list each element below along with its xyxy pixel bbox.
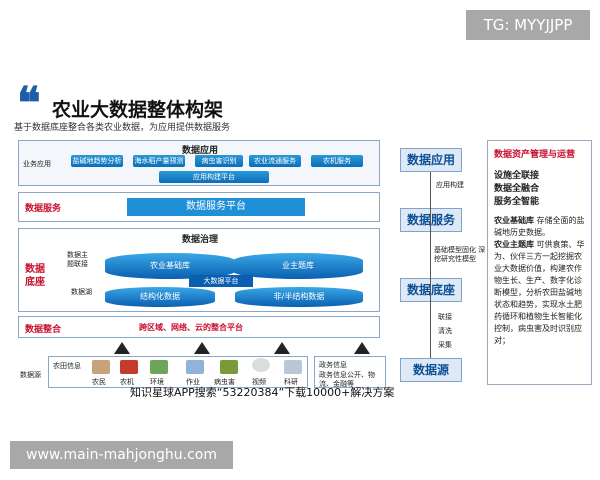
structured-data[interactable]: 结构化数据 — [105, 287, 215, 307]
stack-source[interactable]: 数据源 — [400, 358, 462, 382]
service-label: 数据服务 — [25, 204, 62, 214]
stack-line — [430, 172, 431, 358]
source-item-3: 环境 — [150, 378, 164, 386]
up-arrow-4 — [354, 342, 370, 354]
source-item-6: 视频 — [252, 378, 266, 386]
side-panel-title: 数据资产管理与运营 — [494, 150, 576, 160]
research-icon — [284, 360, 302, 374]
integration-text: 跨区域、网络、云的整合平台 — [139, 323, 243, 332]
note-model: 基础模型固化 深挖研究性模型 — [434, 246, 486, 263]
paragraph-1: 农业基础库 存储全面的盐碱地历史数据。 — [494, 215, 585, 239]
farmer-icon — [92, 360, 110, 374]
watermark-top: TG: MYYJJPP — [466, 10, 590, 40]
governance-title: 数据治理 — [181, 235, 218, 245]
stack-service[interactable]: 数据服务 — [400, 208, 462, 232]
base-layer: 数据治理 数据底座 数据主题联接 数据湖 农业基础库 业主题库 大数据平台 结构… — [18, 228, 380, 312]
app-layer: 数据应用 业务应用 盐碱地趋势分析 海水稻产量预测 病虫害识别 农业流通服务 农… — [18, 140, 380, 186]
camera-icon — [252, 358, 270, 372]
environment-icon — [150, 360, 168, 374]
app-pill-2[interactable]: 海水稻产量预测 — [133, 155, 185, 167]
app-row-label: 业务应用 — [23, 160, 51, 168]
note-app-build: 应用构建 — [436, 181, 464, 189]
goal-3: 服务全智能 — [494, 197, 540, 207]
stack-app[interactable]: 数据应用 — [400, 148, 462, 172]
p2-body: 可供袁策、华为、伙伴三方一起挖掘农业大数据价值，构建农作物生长、生产、数字化诊断… — [494, 240, 585, 345]
stack-base[interactable]: 数据底座 — [400, 278, 462, 302]
side-panel: 数据资产管理与运营 设施全联接 数据全融合 服务全智能 农业基础库 存储全面的盐… — [487, 140, 592, 385]
pest-icon — [220, 360, 238, 374]
app-platform[interactable]: 应用构建平台 — [159, 171, 269, 183]
gov-label: 政务信息 — [319, 361, 347, 369]
agri-base-db[interactable]: 农业基础库 — [105, 253, 235, 279]
paragraph-2: 农业主题库 可供袁策、华为、伙伴三方一起挖掘农业大数据价值，构建农作物生长、生产… — [494, 239, 585, 347]
watermark-bottom: www.main-mahjonghu.com — [10, 441, 233, 469]
tractor-icon — [120, 360, 138, 374]
integration-layer: 数据整合 跨区域、网络、云的整合平台 — [18, 316, 380, 338]
up-arrow-3 — [274, 342, 290, 354]
note-connect: 联接 — [438, 313, 452, 321]
sources-label: 数据源 — [20, 371, 41, 379]
app-pill-4[interactable]: 农业流通服务 — [249, 155, 301, 167]
unstructured-data[interactable]: 非/半结构数据 — [235, 287, 363, 307]
service-layer: 数据服务 数据服务平台 — [18, 192, 380, 222]
source-item-7: 科研 — [284, 378, 298, 386]
integration-label: 数据整合 — [25, 325, 62, 335]
page-title: 农业大数据整体构架 — [52, 99, 224, 121]
quote-icon: ❝ — [17, 78, 41, 129]
page-subtitle: 基于数据底座整合各类农业数据，为应用提供数据服务 — [14, 123, 231, 133]
p2-head: 农业主题库 — [494, 240, 534, 249]
diagram-frame: 数据应用 业务应用 盐碱地趋势分析 海水稻产量预测 病虫害识别 农业流通服务 农… — [14, 140, 390, 378]
gov-items: 政务信息公开、物流、金融等 — [319, 371, 375, 388]
operation-icon — [186, 360, 204, 374]
theme-label: 数据主题联接 — [67, 251, 88, 268]
source-item-1: 农民 — [92, 378, 106, 386]
base-label: 数据底座 — [25, 264, 45, 288]
source-item-2: 农机 — [120, 378, 134, 386]
app-pill-5[interactable]: 农机服务 — [311, 155, 363, 167]
bigdata-platform[interactable]: 大数据平台 — [189, 275, 253, 287]
goal-1: 设施全联接 — [494, 171, 540, 181]
p1-head: 农业基础库 — [494, 216, 534, 225]
app-pill-1[interactable]: 盐碱地趋势分析 — [71, 155, 123, 167]
up-arrow-1 — [114, 342, 130, 354]
app-layer-title: 数据应用 — [181, 146, 218, 156]
note-clean: 清洗 — [438, 327, 452, 335]
source-item-5: 病虫害 — [214, 378, 235, 386]
p1-body: 存储全面的盐碱地历史数据。 — [494, 216, 585, 237]
agri-theme-db[interactable]: 业主题库 — [233, 253, 363, 279]
lake-label: 数据湖 — [71, 288, 92, 296]
up-arrow-2 — [194, 342, 210, 354]
app-pill-3[interactable]: 病虫害识别 — [195, 155, 243, 167]
overlay-watermark: 知识星球APP搜索“53220384”下载10000+解决方案 — [130, 386, 395, 399]
note-collect: 采集 — [438, 341, 452, 349]
source-item-4: 作业 — [186, 378, 200, 386]
service-platform[interactable]: 数据服务平台 — [127, 198, 305, 216]
gov-box: 政务信息 政务信息公开、物流、金融等 — [314, 356, 386, 388]
agri-info-label: 农田信息 — [53, 362, 81, 370]
goal-2: 数据全融合 — [494, 184, 540, 194]
